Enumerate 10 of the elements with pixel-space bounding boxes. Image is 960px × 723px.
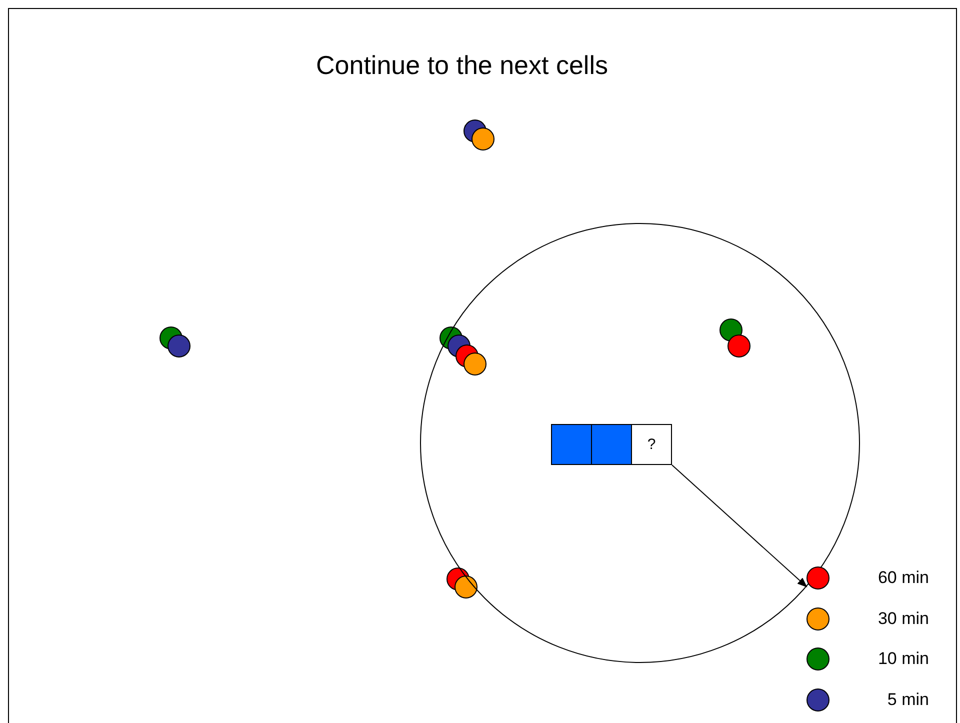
filled-cell xyxy=(591,424,632,465)
legend-label: 5 min xyxy=(886,690,929,710)
legend-label: 10 min xyxy=(876,649,929,669)
filled-cell xyxy=(551,424,592,465)
circle-outline xyxy=(420,223,860,663)
legend-label: 60 min xyxy=(876,568,929,588)
arrow xyxy=(672,464,808,588)
legend-label: 30 min xyxy=(876,608,929,628)
title: Continue to the next cells xyxy=(315,50,609,81)
question-cell: ? xyxy=(631,424,672,465)
